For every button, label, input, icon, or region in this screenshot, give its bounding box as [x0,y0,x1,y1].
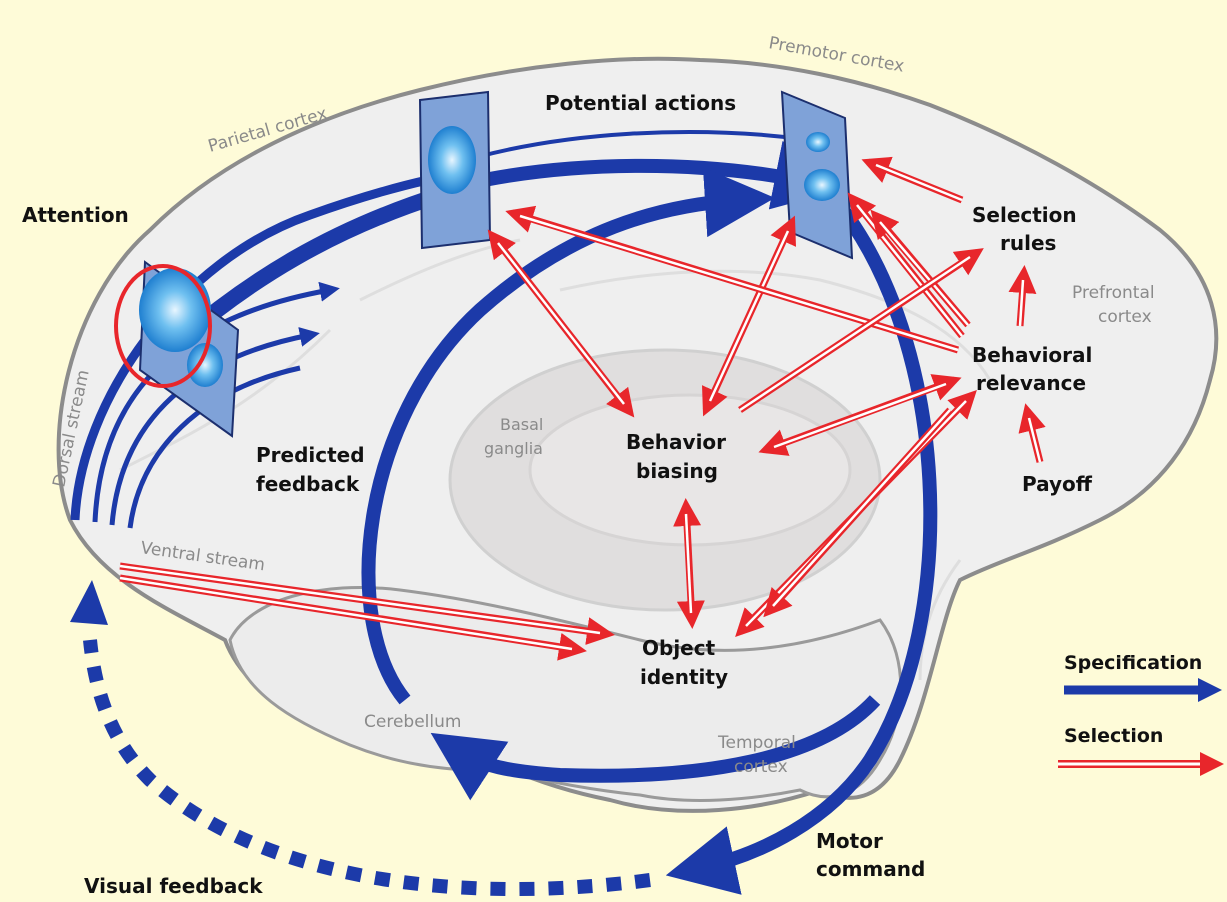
attention-blob-small [187,343,223,387]
predicted-feedback-label-line2: feedback [256,472,360,496]
biasing-object-identity-arrow [673,498,705,629]
cerebellum-label: Cerebellum [364,712,461,732]
motor-command-label-line1: Motor [816,829,883,853]
object-identity-label-line2: identity [640,665,728,689]
temporal-lobe [228,586,903,802]
temporal-cortex-label-line1: Temporal [717,733,796,753]
object-identity-label-line1: Object [642,636,716,660]
motor-command-arrow [665,195,938,895]
dorsal-stream-line-4 [127,365,301,529]
selection-rules-label-line2: rules [1000,231,1056,255]
behavior-biasing-label-line2: biasing [636,459,718,483]
selection-rules-label-line1: Selection [972,203,1077,227]
ventral-stream-arrow-2 [119,574,587,661]
behavioral-relevance-label-line2: relevance [976,371,1086,395]
ventral-stream-arrow-1 [119,562,615,645]
premotor-behavior-biasing-arrow [702,215,796,417]
relevance-to-selection-rules-arrow [1008,265,1037,327]
temporal-cortex-label-line2: cortex [734,757,788,777]
predicted-feedback-loop-arrow [361,167,775,705]
legend-selection-arrowhead [1200,752,1224,776]
selection-rules-to-premotor-arrow [861,156,964,204]
legend-specification-label: Specification [1064,652,1202,674]
prefrontal-cortex-label-line2: cortex [1098,307,1152,327]
basal-ganglia-label-line1: Basal [500,415,543,434]
relevance-to-premotor-arrow-2 [870,209,971,328]
payoff-label: Payoff [1022,472,1093,496]
legend: Specification Selection [1058,652,1224,776]
parietal-to-premotor-thin-arrow [449,130,818,167]
basal-ganglia-label-line2: ganglia [484,439,543,458]
potential-actions-label: Potential actions [545,91,736,115]
selection-arrows [119,156,1046,661]
parietal-behavior-biasing-arrow [487,229,635,418]
relevance-object-identity-arrow-2 [763,407,953,618]
visual-feedback-label: Visual feedback [84,874,263,898]
relevance-to-parietal-arrow [505,205,960,354]
behavioral-relevance-label-line1: Behavioral [972,343,1092,367]
visual-feedback-dashed-arrow [83,639,651,897]
attention-label: Attention [22,203,129,227]
attention-highlight-ring [114,264,212,388]
parietal-blob [428,126,476,194]
cerebellum-return-arrow [430,695,881,801]
motor-command-label-line2: command [816,857,925,881]
visual-feedback-arrowhead [70,580,108,625]
brain-gyri-contour-2 [559,269,992,381]
premotor-blob [804,169,840,201]
predicted-feedback-label-line1: Predicted [256,443,365,467]
prefrontal-cortex-label-line1: Prefrontal [1072,283,1155,303]
attention-blob [139,268,211,352]
premotor-blob-top [806,132,830,152]
legend-selection-label: Selection [1064,725,1163,747]
dorsal-stream-line-3 [109,327,320,526]
payoff-to-relevance-arrow [1018,403,1046,463]
behavior-biasing-label-line1: Behavior [626,430,726,454]
dorsal-stream-line-1 [70,167,471,521]
legend-specification-arrowhead [1198,678,1222,702]
